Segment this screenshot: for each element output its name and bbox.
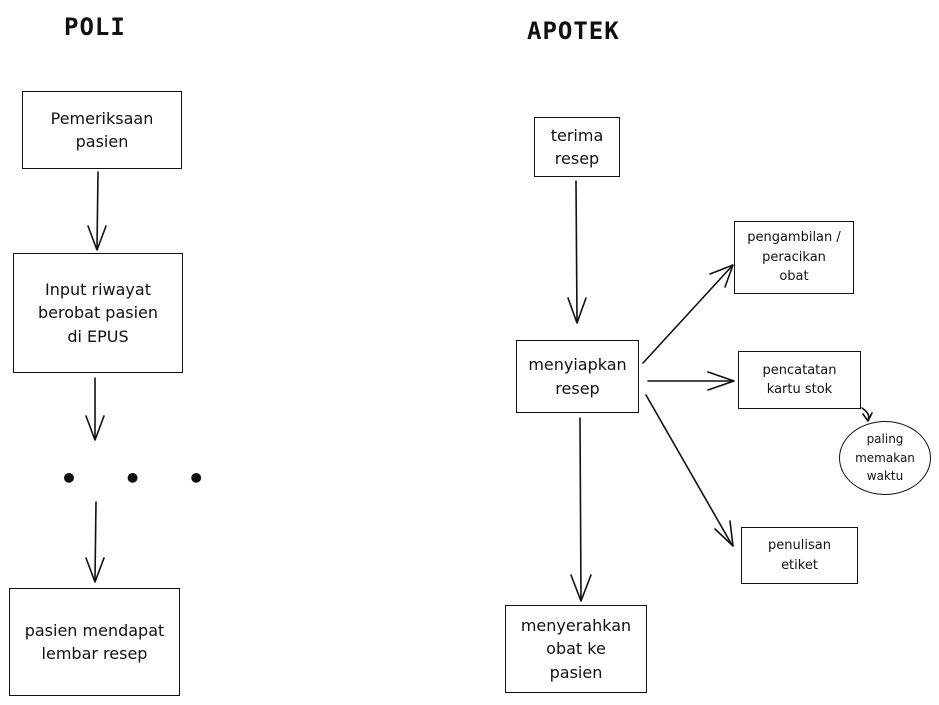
box-menyiapkan-resep: menyiapkan resep (516, 340, 639, 413)
arrow-menyiapkan-to-menyerahkan (570, 417, 592, 602)
arrow-ellipsis-to-result (85, 501, 105, 583)
ellipsis-dots: • • • (60, 462, 224, 495)
box-pasien-mendapat-resep: pasien mendapat lembar resep (9, 588, 180, 696)
box-menyerahkan-obat: menyerahkan obat ke pasien (505, 605, 647, 693)
arrow-pencatatan-to-note (861, 407, 873, 422)
note-paling-memakan-waktu: paling memakan waktu (839, 421, 931, 495)
arrow-menyiapkan-to-pencatatan (647, 371, 735, 391)
arrow-input-to-ellipsis (85, 377, 105, 441)
box-terima-resep: terima resep (534, 117, 620, 177)
arrow-menyiapkan-to-pengambilan (642, 264, 734, 364)
box-penulisan-etiket: penulisan etiket (741, 527, 858, 584)
heading-poli: POLI (64, 13, 126, 41)
arrow-terima-to-menyiapkan (567, 180, 587, 324)
arrow-menyiapkan-to-penulisan (645, 394, 734, 547)
box-pemeriksaan-pasien: Pemeriksaan pasien (22, 91, 182, 169)
box-input-riwayat: Input riwayat berobat pasien di EPUS (13, 253, 183, 373)
box-pengambilan-peracikan: pengambilan / peracikan obat (734, 221, 854, 294)
arrow-pemeriksaan-to-input (87, 171, 107, 251)
box-pencatatan-kartu-stok: pencatatan kartu stok (738, 351, 861, 409)
heading-apotek: APOTEK (527, 17, 620, 45)
